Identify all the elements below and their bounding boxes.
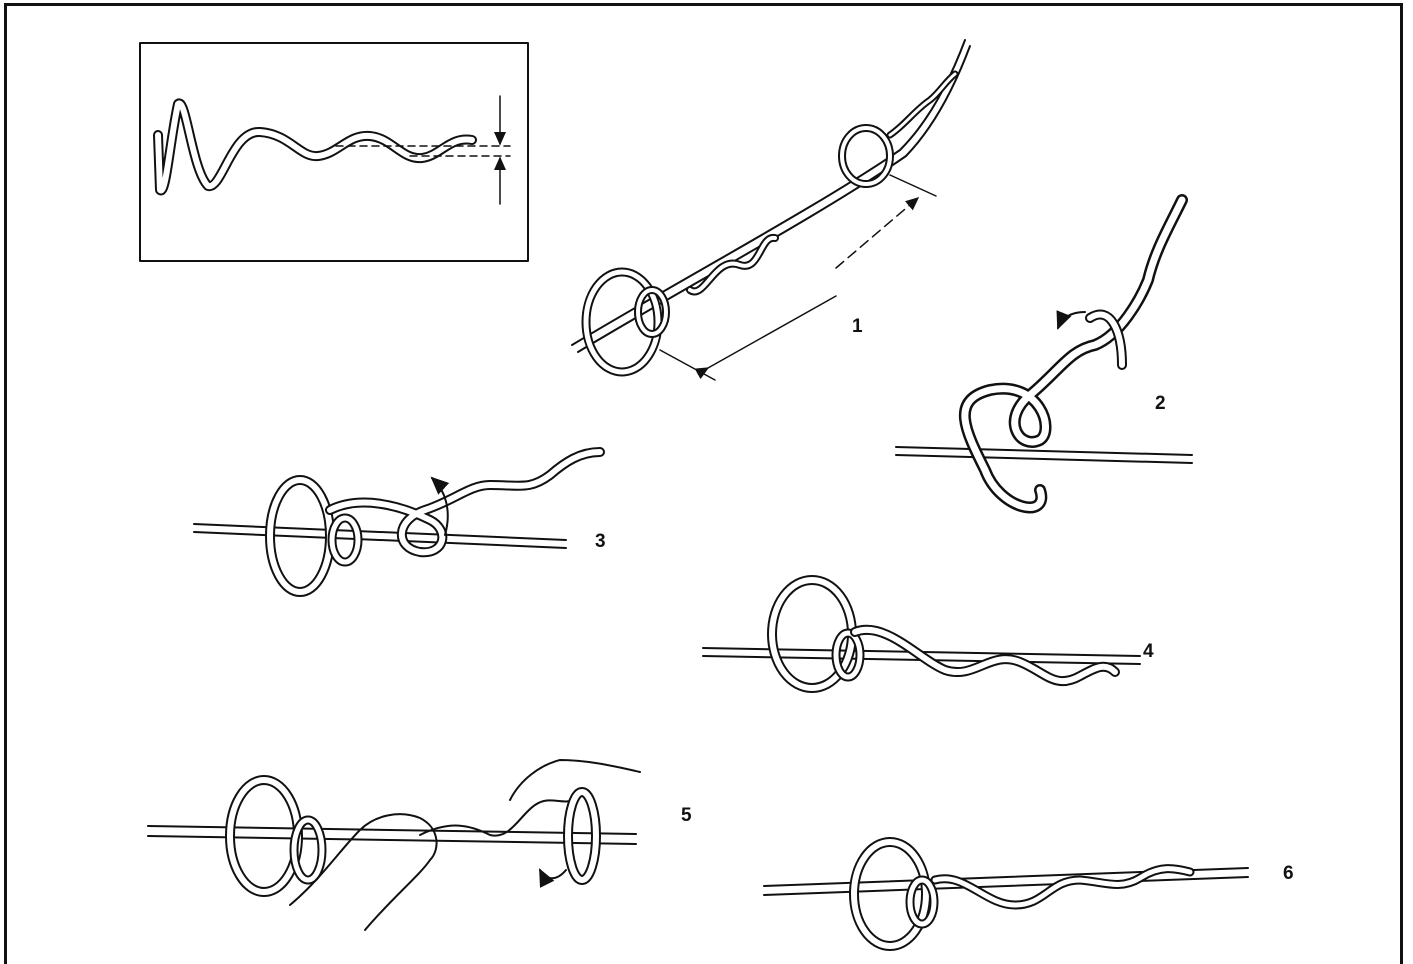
- step-2-illustration: [895, 194, 1193, 514]
- step-6-label: 6: [1283, 863, 1294, 884]
- step-2-label: 2: [1155, 393, 1166, 414]
- step-4-label: 4: [1143, 641, 1154, 662]
- inset-wire-profile: [139, 42, 529, 262]
- step-3-label: 3: [595, 531, 606, 552]
- page-frame: [4, 3, 1403, 964]
- step-6-illustration: [763, 837, 1249, 951]
- step-1-illustration: [571, 39, 971, 381]
- step-5-illustration: [147, 759, 641, 931]
- wire-wave-inner: [155, 100, 475, 194]
- step-4-illustration: [702, 575, 1141, 693]
- step-5-label: 5: [681, 805, 692, 826]
- step-1-label: 1: [852, 316, 863, 337]
- inset-frame: [139, 42, 529, 262]
- step-3-illustration: [193, 447, 605, 597]
